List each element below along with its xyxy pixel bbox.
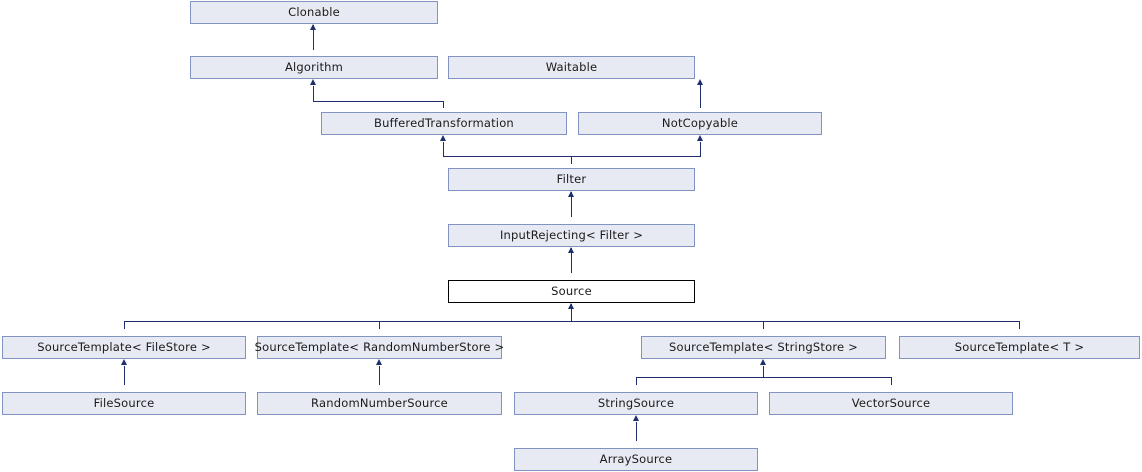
class-node-bufferedtransformation[interactable]: BufferedTransformation: [321, 112, 567, 135]
class-node-arraysource[interactable]: ArraySource: [514, 448, 758, 471]
class-node-waitable[interactable]: Waitable: [448, 56, 695, 79]
class-node-st-t[interactable]: SourceTemplate< T >: [899, 336, 1140, 359]
arrow-to-stringsource-icon: [633, 415, 639, 421]
arrow-to-waitable-icon: [697, 79, 703, 85]
arrow-to-st-stringstore-icon: [760, 359, 766, 365]
class-node-label: Waitable: [545, 59, 598, 74]
edge-segment-ir-source-v: [571, 248, 572, 273]
class-node-notcopyable[interactable]: NotCopyable: [578, 112, 822, 135]
class-node-label: Source: [551, 283, 592, 298]
edge-segment-fanout-to-t-v: [1019, 321, 1020, 329]
edge-segment-fanout-to-stringstore-v: [763, 321, 764, 329]
class-node-clonable[interactable]: Clonable: [190, 1, 438, 24]
class-node-label: StringSource: [597, 395, 675, 410]
class-node-label: FileSource: [93, 395, 155, 410]
edge-segment-stringstore-split-h: [636, 377, 891, 378]
edge-segment-fanout-to-filestore-v: [124, 321, 125, 329]
class-node-vectorsource[interactable]: VectorSource: [769, 392, 1013, 415]
arrow-to-bufferedtransformation-icon: [440, 135, 446, 141]
edge-segment-filter-join-v: [571, 156, 572, 164]
edge-segment-stringstore-down-v: [763, 366, 764, 378]
edge-segment-source-fanout-h: [124, 321, 1020, 322]
arrow-to-filter-icon: [568, 191, 574, 197]
arrow-to-clonable-icon: [310, 24, 316, 30]
edge-segment-filter-ir-v: [571, 192, 572, 217]
edge-segment-algorithm-bt-v-up: [313, 86, 314, 102]
arrow-to-algorithm-icon: [310, 79, 316, 85]
class-node-label: InputRejecting< Filter >: [499, 227, 644, 242]
class-node-label: Algorithm: [284, 59, 344, 74]
class-node-label: BufferedTransformation: [374, 115, 514, 130]
edge-segment-clonable-algorithm-v: [313, 25, 314, 50]
class-node-label: VectorSource: [851, 395, 931, 410]
arrow-to-inputrejecting-icon: [568, 247, 574, 253]
edge-segment-bt-filter-v-up: [443, 142, 444, 157]
edge-segment-algorithm-bt-v-down: [443, 101, 444, 108]
arrow-to-notcopyable-icon: [697, 135, 703, 141]
class-node-label: SourceTemplate< RandomNumberStore >: [254, 339, 505, 354]
arrow-to-st-rns-icon: [376, 359, 382, 365]
class-node-st-stringstore[interactable]: SourceTemplate< StringStore >: [641, 336, 886, 359]
class-node-label: SourceTemplate< StringStore >: [668, 339, 859, 354]
class-node-label: Clonable: [288, 4, 340, 19]
class-node-stringsource[interactable]: StringSource: [514, 392, 758, 415]
class-node-label: RandomNumberSource: [311, 395, 448, 410]
edge-segment-split-to-vectorsource-v: [891, 377, 892, 385]
class-node-label: SourceTemplate< T >: [954, 339, 1085, 354]
edge-segment-source-fanout-v: [571, 304, 572, 322]
edge-segment-split-to-stringsource-v: [636, 377, 637, 385]
class-node-randomnumbersource[interactable]: RandomNumberSource: [257, 392, 502, 415]
arrow-to-source-icon: [568, 303, 574, 309]
class-node-label: ArraySource: [599, 451, 673, 466]
class-node-st-filestore[interactable]: SourceTemplate< FileStore >: [2, 336, 246, 359]
class-node-source[interactable]: Source: [448, 280, 695, 303]
edge-segment-nc-filter-v-up: [700, 142, 701, 157]
edge-segment-filter-branch-h: [443, 156, 701, 157]
class-node-st-randomnumberstore[interactable]: SourceTemplate< RandomNumberStore >: [254, 336, 505, 359]
class-node-label: NotCopyable: [661, 115, 739, 130]
edge-segment-rns-up-v: [379, 366, 380, 385]
edge-segment-algorithm-bt-h: [313, 101, 444, 102]
edge-segment-filesource-up-v: [124, 366, 125, 385]
class-node-algorithm[interactable]: Algorithm: [190, 56, 438, 79]
class-node-label: SourceTemplate< FileStore >: [37, 339, 211, 354]
class-node-filesource[interactable]: FileSource: [2, 392, 246, 415]
edge-segment-stringsource-array-v: [636, 422, 637, 441]
class-node-inputrejecting[interactable]: InputRejecting< Filter >: [448, 224, 695, 247]
arrow-to-st-filestore-icon: [121, 359, 127, 365]
class-node-label: Filter: [556, 171, 587, 186]
edge-segment-fanout-to-rns-v: [379, 321, 380, 329]
edge-segment-waitable-nc-v: [700, 81, 701, 108]
class-node-filter[interactable]: Filter: [448, 168, 695, 191]
